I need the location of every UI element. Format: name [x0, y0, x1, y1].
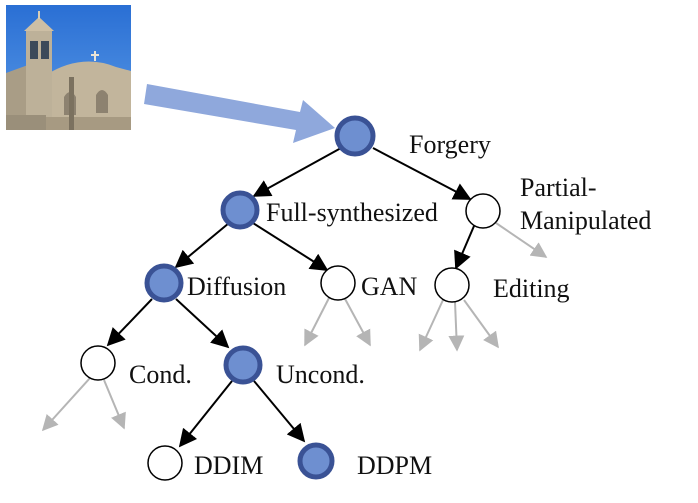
church-photo-drawing: [6, 5, 131, 130]
edge-uncond-ddim: [178, 380, 233, 448]
node-ddpm: [297, 442, 335, 480]
label-uncond: Uncond.: [276, 360, 365, 389]
label-ddim: DDIM: [194, 451, 263, 480]
edge-partial-stub: [495, 222, 548, 258]
label-gan: GAN: [361, 272, 418, 301]
node-diffusion: [144, 263, 184, 303]
edge-editing-stub-mid: [448, 301, 465, 352]
node-cond: [80, 345, 116, 381]
edge-full-gan: [252, 222, 329, 271]
label-diffusion: Diffusion: [187, 272, 286, 301]
church-photo: [6, 5, 131, 130]
edge-uncond-ddpm: [253, 380, 306, 443]
label-cond: Cond.: [129, 360, 192, 389]
node-partial-manipulated: [465, 193, 501, 229]
edge-cond-stub-right: [103, 379, 126, 430]
input-arrow: [144, 84, 335, 143]
edge-diffusion-cond: [106, 298, 153, 347]
node-full-synthesized: [220, 190, 260, 230]
edge-gan-stub-left: [304, 295, 331, 347]
edge-editing-stub-right: [463, 299, 499, 349]
node-uncond: [223, 345, 263, 385]
edge-partial-editing: [454, 225, 475, 270]
label-full-synthesized: Full-synthesized: [266, 198, 438, 227]
label-partial-line1: Partial-: [520, 173, 597, 202]
edge-cond-stub-left: [41, 377, 91, 432]
edge-full-diffusion: [174, 222, 230, 269]
edge-forgery-full: [252, 147, 342, 197]
edge-diffusion-uncond: [175, 298, 230, 349]
node-gan: [320, 265, 356, 301]
node-forgery: [334, 115, 376, 157]
label-forgery: Forgery: [409, 130, 491, 159]
label-editing: Editing: [493, 274, 570, 303]
node-ddim: [147, 445, 183, 481]
label-ddpm: DDPM: [357, 451, 432, 480]
edge-gan-stub-right: [343, 296, 371, 347]
node-editing: [434, 267, 470, 303]
edge-forgery-partial: [372, 147, 472, 200]
edge-editing-stub-left: [418, 299, 444, 352]
label-partial-line2: Manipulated: [520, 206, 651, 235]
